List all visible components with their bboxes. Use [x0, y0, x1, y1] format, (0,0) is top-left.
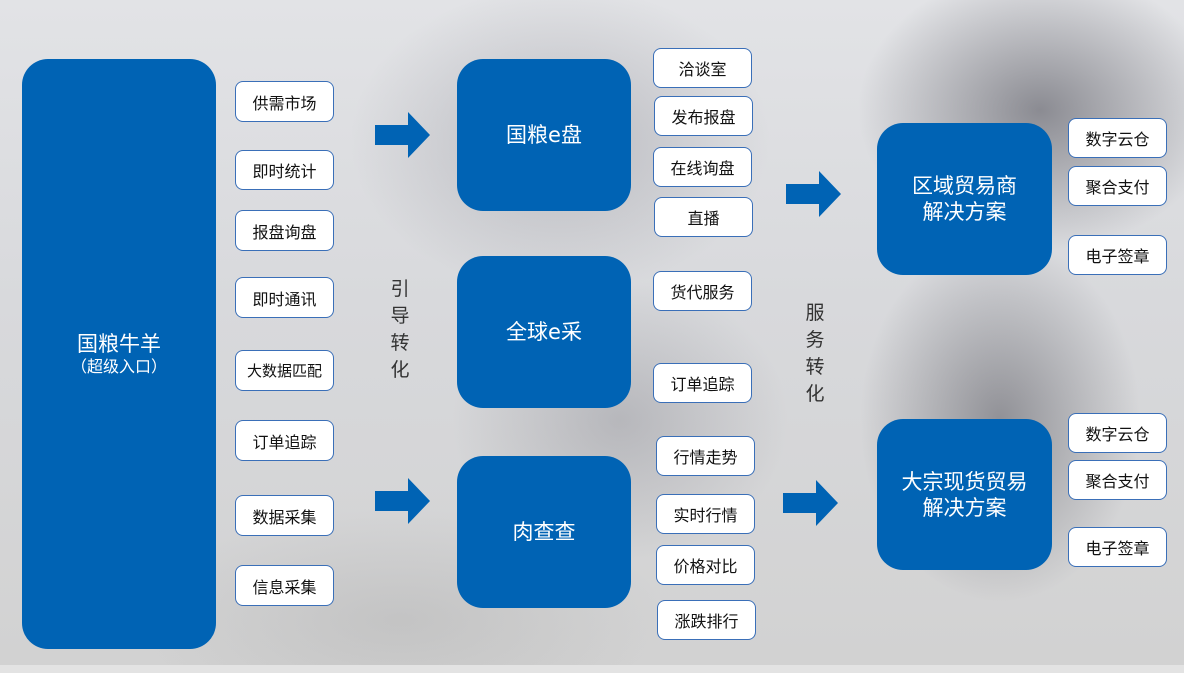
platform-feature[interactable]: 发布报盘 [654, 96, 753, 136]
solution-name-line2: 解决方案 [922, 495, 1007, 520]
solution-name-line1: 大宗现货贸易 [901, 469, 1028, 494]
right-arrow-icon [786, 171, 841, 217]
entry-feature[interactable]: 订单追踪 [235, 420, 334, 461]
platform-block[interactable]: 肉查查 [457, 456, 631, 608]
entry-subtitle: （超级入口） [70, 357, 167, 376]
platform-name: 全球e采 [506, 320, 582, 344]
entry-feature[interactable]: 报盘询盘 [235, 210, 334, 251]
solution-feature[interactable]: 电子签章 [1068, 235, 1167, 275]
right-arrow-icon [783, 480, 838, 526]
entry-feature-label: 订单追踪 [252, 432, 317, 452]
entry-title: 国粮牛羊 [77, 332, 161, 356]
platform-feature[interactable]: 货代服务 [653, 271, 752, 311]
entry-feature-label: 即时通讯 [252, 289, 317, 309]
solution-block[interactable]: 区域贸易商 解决方案 [877, 123, 1052, 275]
platform-feature[interactable]: 订单追踪 [653, 363, 752, 403]
platform-feature[interactable]: 行情走势 [656, 436, 755, 476]
guide-conversion-label: 引导转化 [390, 278, 410, 381]
solution-feature-label: 聚合支付 [1085, 178, 1150, 197]
solution-feature[interactable]: 聚合支付 [1068, 460, 1167, 500]
solution-feature[interactable]: 数字云仓 [1068, 413, 1167, 453]
platform-name: 肉查查 [512, 520, 576, 544]
platform-feature-label: 货代服务 [670, 283, 735, 302]
platform-feature[interactable]: 在线询盘 [653, 147, 752, 187]
platform-feature[interactable]: 价格对比 [656, 545, 755, 585]
solution-feature[interactable]: 聚合支付 [1068, 166, 1167, 206]
platform-feature-label: 在线询盘 [670, 159, 735, 178]
solution-feature[interactable]: 数字云仓 [1068, 118, 1167, 158]
entry-feature-label: 报盘询盘 [252, 222, 317, 242]
right-arrow-icon [375, 112, 430, 158]
solution-feature-label: 电子签章 [1085, 539, 1150, 558]
platform-name: 国粮e盘 [506, 123, 582, 147]
platform-feature-label: 价格对比 [673, 557, 738, 576]
entry-feature-label: 供需市场 [252, 93, 317, 113]
platform-feature-label: 直播 [687, 209, 720, 228]
entry-feature[interactable]: 信息采集 [235, 565, 334, 606]
service-conversion-label: 服务转化 [805, 302, 825, 405]
platform-feature-label: 洽谈室 [678, 60, 727, 79]
platform-feature[interactable]: 涨跌排行 [657, 600, 756, 640]
entry-feature[interactable]: 数据采集 [235, 495, 334, 536]
platform-feature-label: 行情走势 [673, 448, 738, 467]
solution-feature-label: 电子签章 [1085, 247, 1150, 266]
solution-feature-label: 数字云仓 [1085, 130, 1150, 149]
entry-block[interactable]: 国粮牛羊 （超级入口） [22, 59, 216, 649]
solution-feature[interactable]: 电子签章 [1068, 527, 1167, 567]
platform-feature-label: 涨跌排行 [674, 612, 739, 631]
footer-strip [0, 665, 1184, 673]
entry-feature[interactable]: 供需市场 [235, 81, 334, 122]
entry-feature-label: 数据采集 [252, 507, 317, 527]
platform-block[interactable]: 全球e采 [457, 256, 631, 408]
entry-feature[interactable]: 大数据匹配 [235, 350, 334, 391]
platform-feature-label: 订单追踪 [670, 375, 735, 394]
solution-name-line1: 区域贸易商 [912, 174, 1017, 198]
solution-block[interactable]: 大宗现货贸易 解决方案 [877, 419, 1052, 570]
entry-feature[interactable]: 即时统计 [235, 150, 334, 190]
platform-feature-label: 实时行情 [673, 506, 738, 525]
entry-feature-label: 即时统计 [252, 162, 317, 181]
right-arrow-icon [375, 478, 430, 524]
platform-feature[interactable]: 洽谈室 [653, 48, 752, 88]
solution-feature-label: 数字云仓 [1085, 425, 1150, 444]
platform-feature[interactable]: 实时行情 [656, 494, 755, 534]
entry-feature-label: 大数据匹配 [246, 362, 322, 380]
platform-block[interactable]: 国粮e盘 [457, 59, 631, 211]
entry-feature-label: 信息采集 [252, 577, 317, 597]
platform-feature[interactable]: 直播 [654, 197, 753, 237]
solution-feature-label: 聚合支付 [1085, 472, 1150, 491]
solution-name-line2: 解决方案 [922, 200, 1007, 224]
platform-feature-label: 发布报盘 [671, 108, 736, 127]
entry-feature[interactable]: 即时通讯 [235, 277, 334, 318]
